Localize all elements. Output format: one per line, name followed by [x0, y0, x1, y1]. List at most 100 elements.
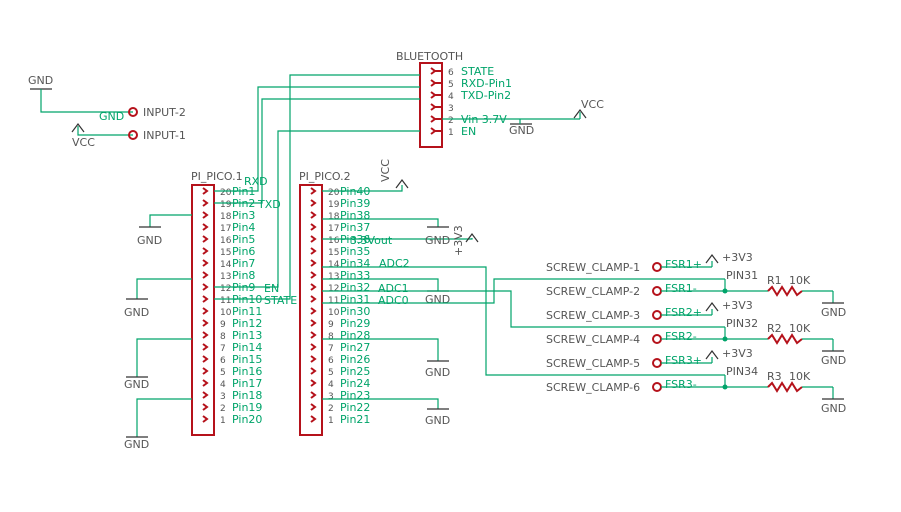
header-pin-label: Pin35 — [340, 245, 370, 258]
header-pin-number: 14 — [328, 260, 340, 270]
header-pin-number: 12 — [328, 284, 339, 294]
pin-arrow-icon — [430, 115, 437, 123]
pico-pin-ref: PIN32 — [726, 317, 758, 330]
pico1-body — [191, 184, 215, 436]
header-pin-label: Pin3 — [232, 209, 255, 222]
resistor-label: R1 — [767, 274, 782, 287]
screw-clamp-label: SCREW_CLAMP-5 — [546, 357, 640, 370]
screw-clamp-label: SCREW_CLAMP-4 — [546, 333, 640, 346]
header-pin-label: Pin7 — [232, 257, 255, 270]
pin-arrow-icon — [202, 295, 209, 303]
screw-terminal-icon[interactable] — [652, 310, 662, 320]
header-pin-number: 20 — [328, 188, 340, 198]
bt-pin-number: 3 — [448, 104, 454, 114]
header-pin-number: 10 — [328, 308, 340, 318]
pico2-3v3-label: +3V3 — [452, 225, 465, 256]
pin-arrow-icon — [310, 415, 317, 423]
net-adc0-label: ADC0 — [378, 294, 409, 307]
header-pin-number: 5 — [220, 368, 226, 378]
bt-pin-label: STATE — [461, 65, 494, 78]
header-pin-label: Pin30 — [340, 305, 370, 318]
pin-arrow-icon — [310, 403, 317, 411]
header-pin-number: 5 — [328, 368, 334, 378]
resistor-label: R3 — [767, 370, 782, 383]
input-1-terminal-icon[interactable] — [128, 130, 138, 140]
pin-arrow-icon — [310, 379, 317, 387]
vcc-arrow-icon — [573, 109, 587, 119]
bluetooth-title: BLUETOOTH — [396, 50, 463, 63]
screw-terminal-icon[interactable] — [652, 334, 662, 344]
bluetooth-vcc-label: VCC — [581, 98, 604, 111]
bt-pin-number: 1 — [448, 128, 454, 138]
pin-arrow-icon — [202, 259, 209, 267]
net-txd-label: TXD — [257, 198, 281, 211]
pin-arrow-icon — [310, 343, 317, 351]
plus3v3-arrow-icon — [465, 233, 479, 243]
header-pin-number: 8 — [220, 332, 226, 342]
header-pin-label: Pin15 — [232, 353, 262, 366]
net-adc1-label: ADC1 — [378, 282, 409, 295]
pin-arrow-icon — [202, 379, 209, 387]
pico1-gnd-2: GND — [124, 306, 149, 319]
pin-arrow-icon — [202, 343, 209, 351]
pin-arrow-icon — [202, 187, 209, 195]
pin-arrow-icon — [310, 271, 317, 279]
header-pin-label: Pin22 — [340, 401, 370, 414]
header-pin-number: 15 — [328, 248, 339, 258]
resistor-icon — [767, 285, 803, 297]
pin-arrow-icon — [202, 415, 209, 423]
header-pin-label: Pin14 — [232, 341, 262, 354]
header-pin-number: 3 — [220, 392, 226, 402]
pin-arrow-icon — [310, 235, 317, 243]
input-connector[interactable]: GND GND VCC INPUT-2 INPUT-1 — [28, 74, 186, 149]
header-pin-label: Pin16 — [232, 365, 262, 378]
header-pin-label: Pin8 — [232, 269, 255, 282]
screw-terminal-icon[interactable] — [652, 358, 662, 368]
pin-arrow-icon — [202, 319, 209, 327]
pin-arrow-icon — [202, 403, 209, 411]
header-pin-label: Pin27 — [340, 341, 370, 354]
header-pin-number: 6 — [220, 356, 226, 366]
pico1-gnd-3: GND — [124, 378, 149, 391]
pin-arrow-icon — [430, 67, 437, 75]
header-pin-number: 18 — [328, 212, 340, 222]
pin-arrow-icon — [310, 259, 317, 267]
header-pin-number: 3 — [328, 392, 334, 402]
header-pin-number: 8 — [328, 332, 334, 342]
pin-arrow-icon — [430, 127, 437, 135]
bluetooth-power: GND VCC — [442, 98, 604, 137]
header-pin-number: 9 — [328, 320, 334, 330]
input-2-terminal-icon[interactable] — [128, 107, 138, 117]
header-pin-label: Pin29 — [340, 317, 370, 330]
header-pin-number: 10 — [220, 308, 232, 318]
header-pin-number: 2 — [328, 404, 334, 414]
supply-label: +3V3 — [722, 251, 753, 264]
pin-arrow-icon — [202, 367, 209, 375]
screw-terminal-icon[interactable] — [652, 262, 662, 272]
resistor-icon — [767, 381, 803, 393]
header-pin-number: 19 — [220, 200, 232, 210]
header-pin-number: 2 — [220, 404, 226, 414]
bt-pin-number: 2 — [448, 116, 454, 126]
pin-arrow-icon — [430, 103, 437, 111]
header-pin-number: 18 — [220, 212, 232, 222]
pico2-title: PI_PICO.2 — [299, 170, 351, 183]
screw-terminal-icon[interactable] — [652, 382, 662, 392]
header-pin-number: 14 — [220, 260, 232, 270]
pin-arrow-icon — [202, 211, 209, 219]
pin-arrow-icon — [310, 355, 317, 363]
pin-arrow-icon — [310, 391, 317, 399]
screw-terminal-icon[interactable] — [652, 286, 662, 296]
header-pin-label: Pin11 — [232, 305, 262, 318]
pin-arrow-icon — [310, 295, 317, 303]
header-pin-label: Pin12 — [232, 317, 262, 330]
header-pin-label: Pin26 — [340, 353, 370, 366]
plus3v3-arrow-icon — [705, 254, 719, 264]
input-gnd-net-label: GND — [99, 110, 124, 123]
pin-arrow-icon — [202, 271, 209, 279]
